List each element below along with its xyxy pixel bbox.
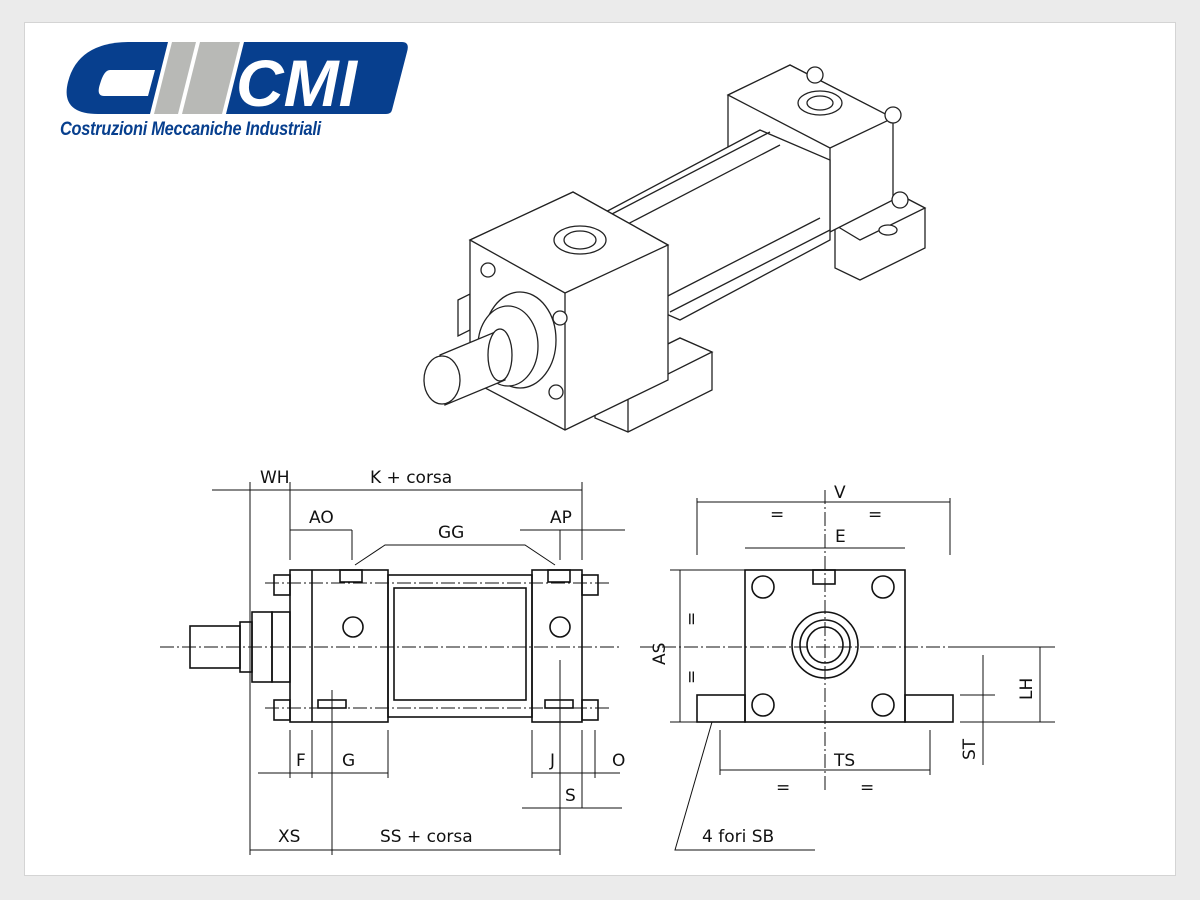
label-equal-ts-right: =: [860, 778, 874, 798]
label-gg: GG: [438, 523, 464, 543]
isometric-cylinder-view: [423, 64, 927, 433]
label-ss-corsa: SS + corsa: [380, 827, 473, 847]
label-ts: TS: [833, 751, 855, 771]
logo-brand-text: CMI: [236, 46, 359, 120]
label-g: G: [342, 751, 355, 771]
label-xs: XS: [278, 827, 300, 847]
label-st: ST: [960, 738, 980, 760]
logo-tagline: Costruzioni Meccaniche Industriali: [60, 119, 321, 140]
label-j: J: [549, 751, 555, 771]
label-e: E: [835, 527, 846, 547]
label-o: O: [612, 751, 625, 771]
label-holes: 4 fori SB: [702, 827, 774, 847]
cmi-logo: CMI: [66, 42, 408, 120]
label-ao: AO: [309, 508, 334, 528]
label-equal-ts-left: =: [776, 778, 790, 798]
drawing-sheet: [24, 22, 1176, 876]
label-v: V: [834, 483, 846, 503]
label-f: F: [296, 751, 306, 771]
label-wh: WH: [260, 468, 290, 488]
label-equal-upper: =: [682, 612, 702, 626]
label-equal-right: =: [868, 505, 882, 525]
side-view-drawing: WH K + corsa AO GG AP F G J O S XS SS + …: [160, 468, 625, 855]
label-as: AS: [650, 643, 670, 665]
label-equal-left: =: [770, 505, 784, 525]
label-equal-lower: =: [682, 670, 702, 684]
label-ap: AP: [550, 508, 572, 528]
label-lh: LH: [1017, 678, 1037, 700]
label-k-corsa: K + corsa: [370, 468, 452, 488]
label-s: S: [565, 786, 576, 806]
end-view-drawing: V = = E AS = = LH ST TS = = 4 fori SB: [640, 483, 1055, 851]
